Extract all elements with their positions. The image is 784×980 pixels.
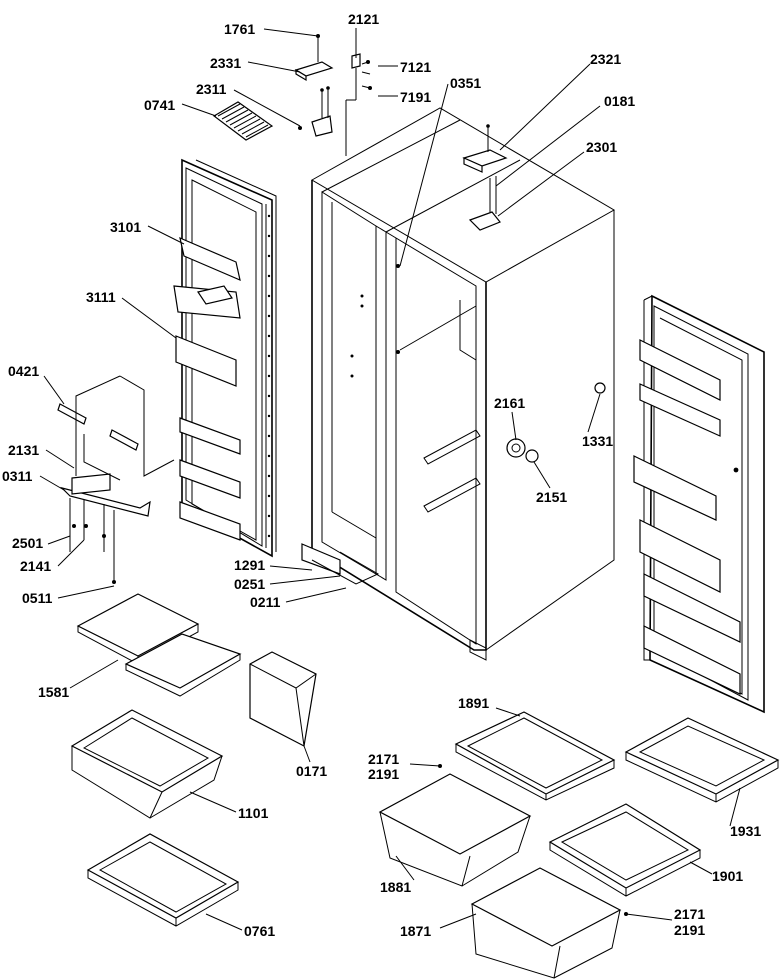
label-2191-upper: 2191	[368, 766, 399, 782]
label-1761: 1761	[224, 21, 255, 37]
vent-grille	[212, 101, 274, 141]
label-1101: 1101	[238, 805, 269, 821]
label-1881: 1881	[380, 879, 411, 895]
top-hinge-left	[294, 34, 372, 156]
label-1931: 1931	[730, 823, 761, 839]
label-2131: 2131	[8, 442, 39, 458]
label-2331: 2331	[210, 55, 241, 71]
label-2161: 2161	[494, 395, 525, 411]
glass-shelf-1931	[624, 717, 780, 803]
label-2311: 2311	[196, 81, 227, 97]
label-1331: 1331	[582, 433, 613, 449]
label-1901: 1901	[712, 868, 743, 884]
label-2501: 2501	[12, 535, 43, 551]
label-3111: 3111	[86, 289, 116, 305]
top-hinge-right	[462, 124, 508, 231]
freezer-basket-1101	[70, 709, 224, 819]
label-2121: 2121	[348, 11, 379, 27]
freezer-door	[173, 158, 277, 558]
label-2171-upper: 2171	[368, 751, 399, 767]
crisper-cover-1891	[454, 711, 616, 801]
label-0181: 0181	[604, 93, 635, 109]
label-0311: 0311	[2, 468, 33, 484]
label-2191-lower: 2191	[674, 922, 705, 938]
label-1891: 1891	[458, 695, 489, 711]
crisper-drawer-1871	[470, 867, 622, 979]
label-0511: 0511	[22, 590, 53, 606]
leader-lines	[39, 28, 741, 931]
label-2301: 2301	[586, 139, 617, 155]
label-0741: 0741	[144, 97, 175, 113]
label-2151: 2151	[536, 489, 567, 505]
fresh-food-door	[633, 294, 765, 714]
dispenser-parts	[57, 375, 175, 584]
label-7121: 7121	[400, 59, 431, 75]
label-0251: 0251	[234, 576, 265, 592]
label-0351: 0351	[450, 75, 481, 91]
label-7191: 7191	[400, 89, 431, 105]
crisper-cover-1901	[548, 803, 702, 897]
toe-grille	[249, 651, 317, 747]
label-0761: 0761	[244, 923, 275, 939]
label-2141: 2141	[20, 558, 51, 574]
label-3101: 3101	[110, 219, 141, 235]
label-1581: 1581	[38, 684, 69, 700]
label-0211: 0211	[250, 594, 281, 610]
freezer-shelves	[76, 593, 242, 697]
label-0171: 0171	[296, 763, 327, 779]
label-2171-lower: 2171	[674, 906, 705, 922]
label-1871: 1871	[400, 923, 431, 939]
crisper-drawer-1881	[378, 773, 532, 887]
label-2321: 2321	[590, 51, 621, 67]
label-0421: 0421	[8, 363, 39, 379]
freezer-shelf-0761	[86, 833, 240, 927]
part-labels: 1761 2121 2331 7121 2311 7191 0741 0351 …	[2, 11, 761, 939]
label-1291: 1291	[234, 557, 265, 573]
refrigerator-cabinet	[301, 107, 616, 661]
